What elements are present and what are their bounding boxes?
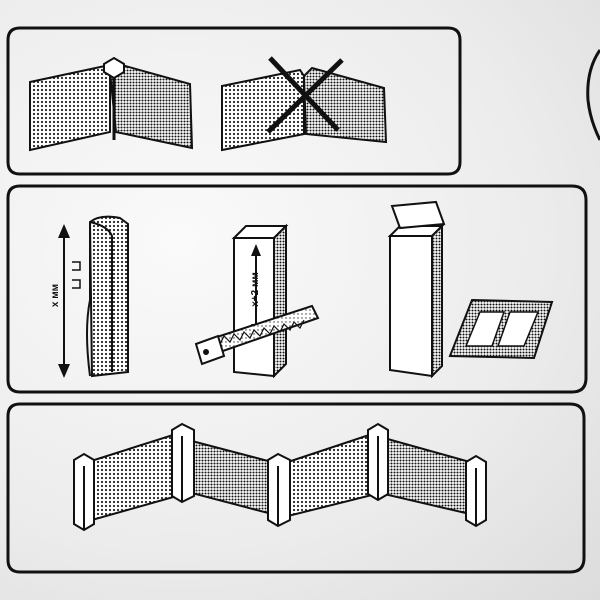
corner-post-2 (267, 452, 291, 528)
height-label: x мм (50, 283, 62, 308)
connector-plate (448, 298, 554, 360)
end-cap-piece (387, 200, 446, 379)
end-post-left (73, 452, 95, 532)
cut-length-label: x+2 мм (249, 272, 261, 307)
corner-post-3 (367, 422, 389, 502)
profile-measurement (58, 215, 129, 378)
edge-circle-fragment (586, 49, 600, 141)
corner-post-1 (171, 422, 195, 504)
incorrect-corner-joint (221, 56, 388, 152)
end-post-right (465, 454, 487, 528)
panel-corner-joints (6, 26, 462, 176)
panel-assembled-installation (6, 402, 586, 574)
hand-saw (194, 304, 320, 366)
correct-corner-joint (29, 56, 194, 152)
panel-measure-cut (6, 184, 588, 394)
